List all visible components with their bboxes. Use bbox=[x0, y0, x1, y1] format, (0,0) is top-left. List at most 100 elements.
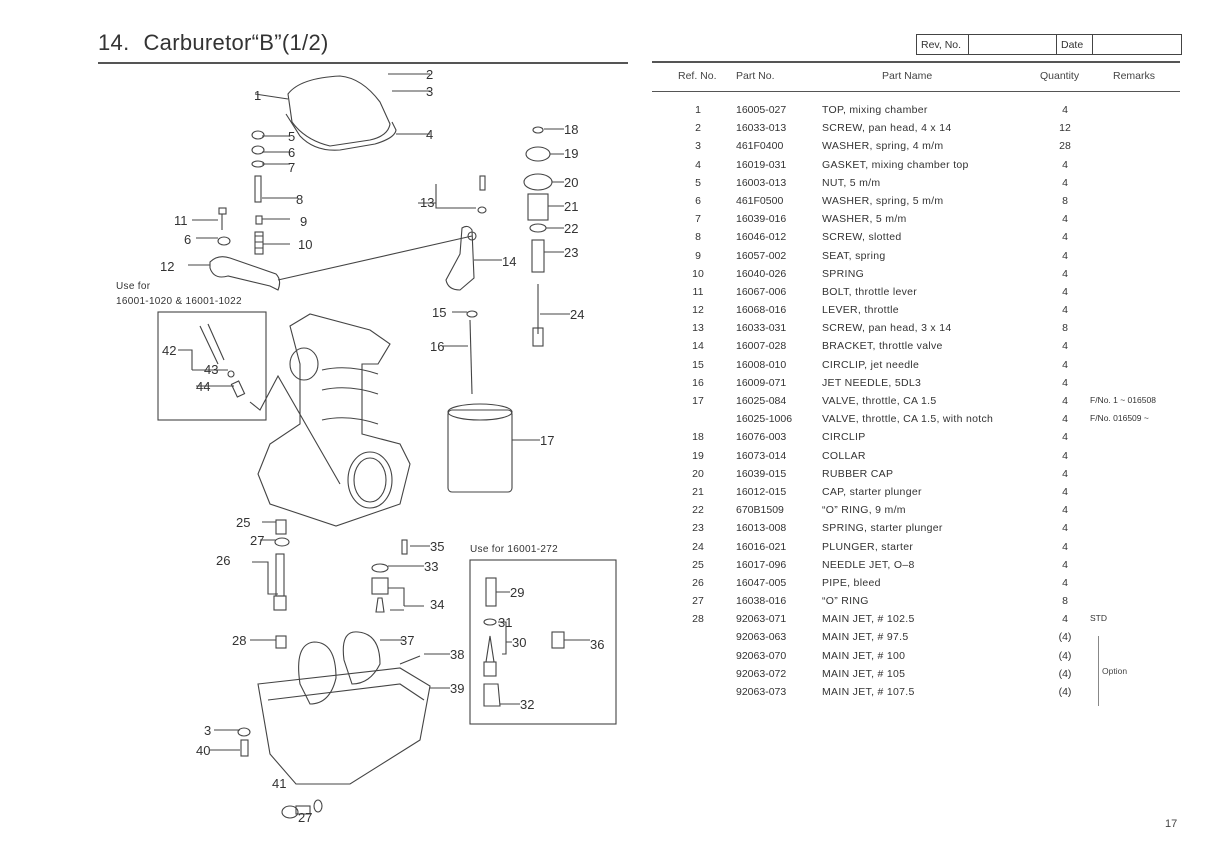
part-no: 16039-015 bbox=[736, 467, 787, 480]
callout-21: 21 bbox=[564, 199, 579, 214]
ref-no: 12 bbox=[692, 304, 704, 317]
quantity: 4 bbox=[1062, 285, 1068, 298]
ref-no: 18 bbox=[692, 431, 704, 444]
callout-3b: 3 bbox=[204, 723, 212, 738]
ref-no: 17 bbox=[692, 395, 704, 407]
callout-43: 43 bbox=[204, 362, 219, 377]
ref-no: 2 bbox=[695, 122, 701, 135]
quantity: 4 bbox=[1062, 267, 1068, 280]
col-header-ref: Ref. No. bbox=[678, 70, 717, 82]
callout-34: 34 bbox=[430, 597, 445, 612]
part-name: COLLAR bbox=[822, 449, 866, 462]
ref-no: 1 bbox=[695, 104, 701, 116]
part-no: 16025-084 bbox=[736, 395, 787, 407]
table-row: 20 16039-015 RUBBER CAP 4 bbox=[652, 466, 1180, 484]
part-no: 92063-073 bbox=[736, 686, 787, 698]
part-no: 16047-005 bbox=[736, 576, 787, 589]
note-use-for-lower: Use for 16001-272 bbox=[470, 544, 558, 555]
quantity: 4 bbox=[1062, 431, 1068, 444]
ref-no: 3 bbox=[695, 140, 701, 153]
quantity: 4 bbox=[1062, 540, 1068, 553]
quantity: 8 bbox=[1062, 194, 1068, 207]
part-name: SEAT, spring bbox=[822, 249, 886, 262]
callout-20: 20 bbox=[564, 175, 579, 190]
callout-22: 22 bbox=[564, 221, 579, 236]
gasket bbox=[285, 113, 397, 151]
ref-no: 9 bbox=[695, 249, 701, 262]
table-row: 18 16076-003 CIRCLIP 4 bbox=[652, 429, 1180, 447]
part-name: CAP, starter plunger bbox=[822, 485, 922, 498]
ref-no: 6 bbox=[695, 194, 701, 207]
part-name: RUBBER CAP bbox=[822, 467, 894, 480]
part-name: MAIN JET, # 102.5 bbox=[822, 613, 915, 626]
ref-no: 20 bbox=[692, 467, 704, 480]
callout-6b: 6 bbox=[184, 232, 192, 247]
throttle-lever bbox=[209, 256, 281, 291]
ref-no: 28 bbox=[692, 613, 704, 626]
section-title: Carburetor“B”(1/2) bbox=[143, 30, 329, 55]
callout-33: 33 bbox=[424, 559, 439, 574]
ref-no: 13 bbox=[692, 322, 704, 335]
section-number: 14. bbox=[98, 30, 130, 55]
callout-19: 19 bbox=[564, 146, 579, 161]
page-title: 14. Carburetor“B”(1/2) bbox=[98, 30, 329, 56]
quantity: 4 bbox=[1062, 504, 1068, 517]
table-header-rule bbox=[652, 91, 1180, 92]
col-header-name: Part Name bbox=[882, 70, 933, 82]
part-no: 16073-014 bbox=[736, 449, 787, 462]
callout-32: 32 bbox=[520, 697, 535, 712]
part-name: MAIN JET, # 100 bbox=[822, 649, 906, 662]
quantity: 4 bbox=[1062, 213, 1068, 226]
part-no: 16005-027 bbox=[736, 104, 787, 116]
quantity: (4) bbox=[1058, 686, 1072, 698]
part-name: TOP, mixing chamber bbox=[822, 104, 928, 116]
ref-no: 27 bbox=[692, 595, 704, 608]
remarks: F/No. 016509 ~ bbox=[1090, 413, 1149, 424]
quantity: 4 bbox=[1062, 449, 1068, 462]
callout-30: 30 bbox=[512, 635, 527, 650]
quantity: (4) bbox=[1058, 667, 1072, 680]
col-header-qty: Quantity bbox=[1040, 70, 1080, 82]
date-label: Date bbox=[1057, 35, 1093, 54]
callout-37: 37 bbox=[400, 633, 415, 648]
callout-6: 6 bbox=[288, 145, 296, 160]
part-no: 16040-026 bbox=[736, 267, 787, 280]
quantity: 4 bbox=[1062, 467, 1068, 480]
quantity: 4 bbox=[1062, 613, 1068, 626]
callout-25: 25 bbox=[236, 515, 251, 530]
part-no: 16076-003 bbox=[736, 431, 787, 444]
throttle-bracket bbox=[445, 225, 475, 291]
part-name: SCREW, slotted bbox=[822, 231, 902, 244]
quantity: 4 bbox=[1062, 158, 1068, 171]
quantity: (4) bbox=[1058, 631, 1072, 644]
callout-5: 5 bbox=[288, 129, 296, 144]
part-no: 16038-016 bbox=[736, 595, 787, 608]
callout-11: 11 bbox=[174, 213, 188, 228]
callout-35: 35 bbox=[430, 539, 445, 554]
quantity: 4 bbox=[1062, 413, 1068, 426]
callout-28: 28 bbox=[232, 633, 247, 648]
quantity: 4 bbox=[1062, 376, 1068, 389]
float-bowl bbox=[257, 667, 431, 785]
part-name: “O” RING bbox=[822, 595, 869, 608]
part-no: 16016-021 bbox=[736, 540, 787, 553]
part-name: CIRCLIP bbox=[822, 431, 866, 444]
inset-box-lower bbox=[469, 559, 617, 725]
ref-no: 11 bbox=[692, 285, 704, 298]
ref-no: 5 bbox=[695, 176, 701, 189]
callout-13: 13 bbox=[420, 195, 435, 210]
quantity: 12 bbox=[1059, 122, 1071, 135]
quantity: 4 bbox=[1062, 395, 1068, 407]
